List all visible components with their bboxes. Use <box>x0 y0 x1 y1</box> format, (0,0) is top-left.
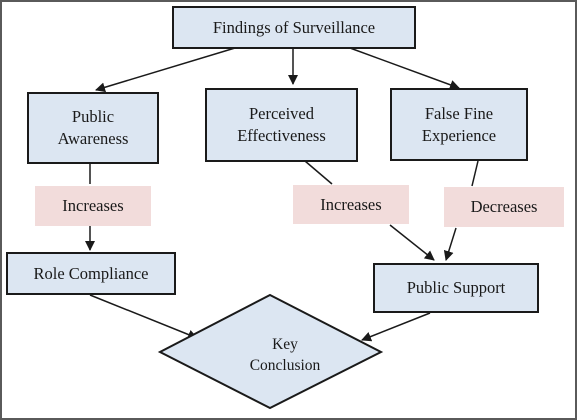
node-public-awareness: Public Awareness <box>27 92 159 164</box>
arrow-top-to-awareness <box>95 47 236 93</box>
arrow-support-to-conclusion <box>361 312 431 342</box>
node-perceived-effectiveness: Perceived Effectiveness <box>205 88 358 162</box>
node-key-conclusion: Key Conclusion <box>249 336 321 374</box>
edge-label-increases-effectiveness: Increases <box>293 185 409 224</box>
arrow-top-to-false-fine <box>349 47 460 90</box>
arrow-label-to-support-2 <box>443 227 457 261</box>
conclusion-diamond <box>157 293 384 410</box>
node-role-compliance: Role Compliance <box>6 252 176 295</box>
edge-label-decreases-false-fine: Decreases <box>444 187 564 227</box>
arrow-compliance-to-conclusion <box>89 294 198 340</box>
line-false-fine-to-label <box>471 160 479 187</box>
node-false-fine-experience: False Fine Experience <box>390 88 528 161</box>
node-findings-of-surveillance: Findings of Surveillance <box>172 6 416 49</box>
edge-label-increases-awareness: Increases <box>35 186 151 226</box>
line-effectiveness-to-label <box>304 160 333 185</box>
arrow-label-to-support <box>389 224 435 261</box>
node-public-support: Public Support <box>373 263 539 313</box>
